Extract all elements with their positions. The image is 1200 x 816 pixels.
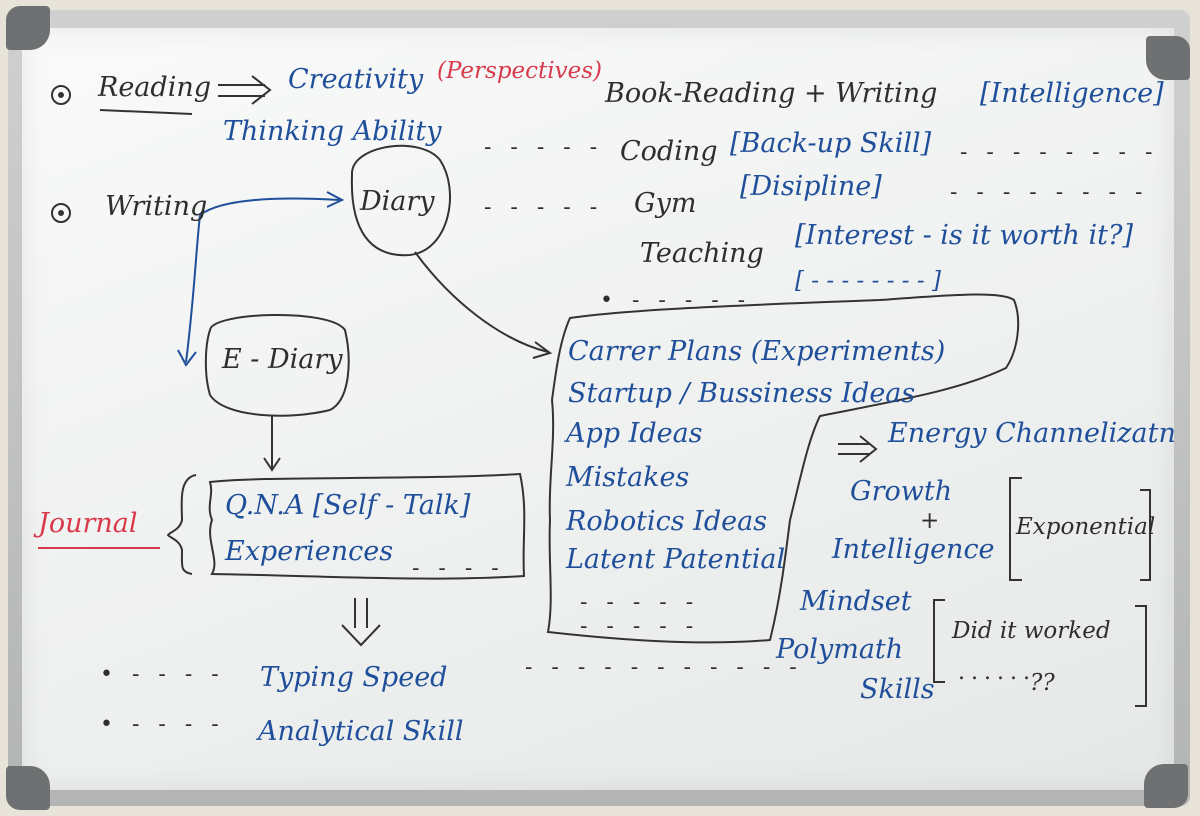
dash-line: - - - - -: [580, 614, 700, 639]
frame-corner-top-right: [1146, 36, 1190, 80]
hollow-down-arrow: [341, 598, 381, 647]
growth-label: Growth: [850, 476, 953, 507]
dash-line: - - - - -: [484, 195, 604, 220]
ideas-item-1: Carrer Plans (Experiments): [568, 336, 946, 367]
whiteboard-surface: [22, 28, 1174, 790]
journal-item-2: Experiences: [225, 536, 394, 567]
backup-skill-tag: [Back-up Skill]: [730, 128, 932, 159]
skill-item-1: Typing Speed: [260, 662, 448, 693]
frame-corner-top-left: [6, 6, 50, 50]
frame-corner-bottom-right: [1144, 764, 1188, 808]
writing-label: Writing: [105, 191, 208, 222]
skill-item-2: Analytical Skill: [258, 716, 464, 747]
reading-underline: [99, 109, 193, 115]
arrow-writing-to-diary: [199, 191, 345, 216]
question-marks: ??: [1030, 670, 1055, 696]
journal-item-1: Q.N.A [Self - Talk]: [225, 490, 471, 521]
arrow-ediary-to-journal: [263, 415, 281, 472]
frame-corner-bottom-left: [6, 766, 50, 810]
plus-sign: +: [920, 508, 940, 534]
diary-bubble: [350, 144, 451, 257]
journal-brace: [166, 474, 197, 575]
ideas-item-2: Startup / Bussiness Ideas: [568, 378, 916, 409]
creativity-label: Creativity: [288, 64, 424, 95]
dash-line: - - - - - - - - - - -: [525, 655, 803, 680]
coding-label: Coding: [620, 136, 718, 167]
interest-tag: [Interest - is it worth it?]: [795, 220, 1134, 251]
diary-label: Diary: [360, 186, 435, 217]
teaching-label: Teaching: [640, 238, 764, 269]
double-arrow-energy: [838, 435, 878, 463]
bullet-reading: [51, 85, 71, 105]
dash-line: - - - - -: [580, 590, 700, 615]
dash-line: • - - - - -: [600, 288, 752, 313]
polymath-label: Polymath: [776, 634, 904, 665]
ideas-item-3: App Ideas: [566, 418, 703, 449]
journal-label: Journal: [38, 508, 138, 539]
ideas-item-4: Mistakes: [566, 462, 690, 493]
mindset-label: Mindset: [800, 586, 912, 617]
exponential-brackets: [1009, 477, 1151, 581]
empty-tag: [ - - - - - - - - ]: [795, 268, 941, 294]
arrow-writing-to-ediary: [177, 214, 201, 367]
dash-line: - - - - - - - -: [950, 180, 1149, 205]
ideas-box: [546, 293, 1020, 644]
arrow-diary-to-box: [414, 251, 553, 359]
question-label: Did it worked: [952, 618, 1111, 644]
ideas-item-6: Latent Patential: [566, 544, 786, 575]
gym-label: Gym: [634, 188, 697, 219]
bullet-writing: [51, 203, 71, 223]
reading-label: Reading: [98, 72, 211, 103]
double-arrow-reading: [218, 75, 272, 105]
perspectives-label: (Perspectives): [437, 58, 603, 84]
discipline-tag: [Disipline]: [740, 171, 882, 202]
thinking-ability-label: Thinking Ability: [223, 116, 442, 147]
dash-line: - - - - -: [484, 135, 604, 160]
ideas-item-5: Robotics Ideas: [566, 506, 768, 537]
dash-line: - - - -: [412, 556, 505, 581]
dash-line: • - - - -: [100, 662, 225, 687]
intelligence-tag: [Intelligence]: [980, 78, 1164, 109]
journal-box: [208, 472, 526, 580]
exponential-label: Exponential: [1016, 514, 1156, 540]
polymath-skills-label: Skills: [860, 674, 935, 705]
dash-line: ......: [958, 660, 1036, 685]
e-diary-bubble: [204, 313, 350, 417]
dash-line: • - - - -: [100, 712, 225, 737]
intelligence-label: Intelligence: [832, 534, 995, 565]
e-diary-label: E - Diary: [222, 344, 343, 375]
book-reading-writing: Book-Reading + Writing: [605, 78, 938, 109]
question-brackets: [933, 599, 1147, 707]
dash-line: - - - - - - - -: [960, 140, 1159, 165]
energy-channelization: Energy Channelizatn: [888, 418, 1176, 449]
